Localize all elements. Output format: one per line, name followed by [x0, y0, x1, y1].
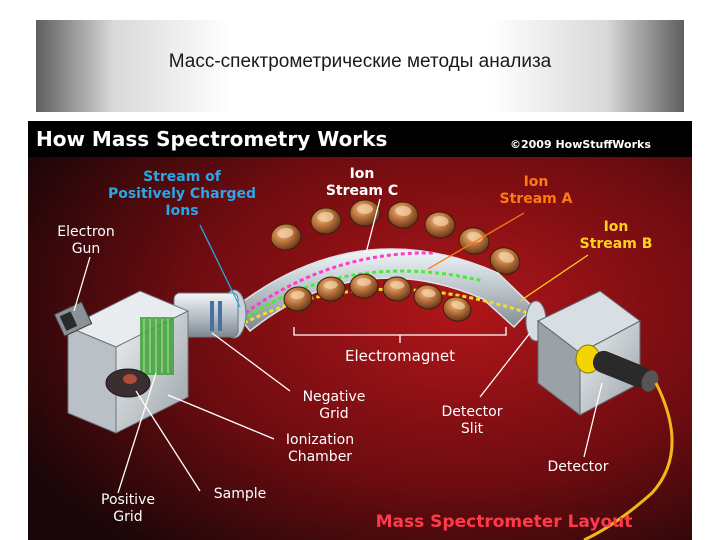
svg-text:Ion: Ion: [604, 219, 629, 235]
svg-text:Stream B: Stream B: [580, 236, 653, 252]
pointer-stream-positive: [199, 224, 241, 308]
svg-text:Gun: Gun: [72, 241, 101, 257]
pointer-ion-stream-c: [365, 198, 381, 254]
svg-text:Grid: Grid: [113, 509, 142, 525]
svg-text:Positively Charged: Positively Charged: [108, 186, 256, 202]
svg-text:Detector: Detector: [441, 404, 502, 420]
svg-text:Ion: Ion: [350, 166, 375, 182]
label-ion-stream-b: Ion Stream B: [580, 219, 653, 252]
electromagnet-coils-upper: [270, 199, 521, 275]
pointer-detector: [583, 382, 603, 458]
label-electromagnet: Electromagnet: [345, 347, 455, 365]
ion-stream-a: [241, 269, 484, 322]
label-detector: Detector: [547, 459, 608, 475]
label-detector-slit: Detector Slit: [441, 404, 502, 437]
svg-text:Negative: Negative: [303, 389, 366, 405]
detector-cable: [583, 382, 674, 540]
label-positive-grid: Positive Grid: [101, 492, 155, 525]
detector-probe: [592, 350, 659, 392]
svg-text:Slit: Slit: [461, 421, 484, 437]
label-negative-grid: Negative Grid: [303, 389, 366, 422]
slide-header: Масс-спектрометрические методы анализа: [36, 20, 684, 112]
ion-stream-b: [243, 287, 529, 325]
electron-gun: [53, 301, 93, 337]
pointer-detector-slit: [479, 332, 531, 398]
svg-text:Electron: Electron: [57, 224, 114, 240]
slide-title: Масс-спектрометрические методы анализа: [168, 51, 552, 72]
figure-caption: Mass Spectrometer Layout: [376, 512, 633, 532]
mass-spectrometer-diagram: How Mass Spectrometry Works ©2009 HowStu…: [28, 121, 692, 540]
pointer-ion-stream-a: [427, 212, 525, 270]
pointer-positive-grid: [117, 372, 157, 494]
sample-droplet: [123, 374, 137, 384]
svg-text:Positive: Positive: [101, 492, 155, 508]
label-electron-gun: Electron Gun: [57, 224, 114, 257]
pointer-sample: [135, 390, 201, 492]
pointer-ionization-chamber: [167, 394, 275, 440]
figure-header-band: [28, 121, 692, 157]
label-ionization-chamber: Ionization Chamber: [286, 432, 354, 465]
label-ion-stream-a: Ion Stream A: [500, 174, 573, 207]
svg-text:Ions: Ions: [165, 203, 198, 219]
svg-text:Stream of: Stream of: [143, 169, 222, 185]
label-stream-positive: Stream of Positively Charged Ions: [108, 169, 256, 219]
copyright-text: ©2009 HowStuffWorks: [510, 138, 651, 151]
label-sample: Sample: [214, 486, 267, 502]
svg-text:Stream A: Stream A: [500, 191, 573, 207]
ionization-chamber: [66, 290, 190, 434]
figure-heading: How Mass Spectrometry Works: [36, 127, 387, 151]
pointer-negative-grid: [211, 332, 291, 392]
pointer-ion-stream-b: [519, 254, 589, 302]
pointer-electron-gun: [73, 256, 91, 312]
svg-text:Grid: Grid: [319, 406, 348, 422]
svg-text:Ion: Ion: [524, 174, 549, 190]
svg-text:Ionization: Ionization: [286, 432, 354, 448]
label-ion-stream-c: Ion Stream C: [326, 166, 398, 199]
svg-text:Chamber: Chamber: [288, 449, 352, 465]
svg-text:Stream C: Stream C: [326, 183, 398, 199]
negative-grid-plates: [210, 301, 222, 331]
electromagnet-coils-lower: [283, 273, 472, 322]
